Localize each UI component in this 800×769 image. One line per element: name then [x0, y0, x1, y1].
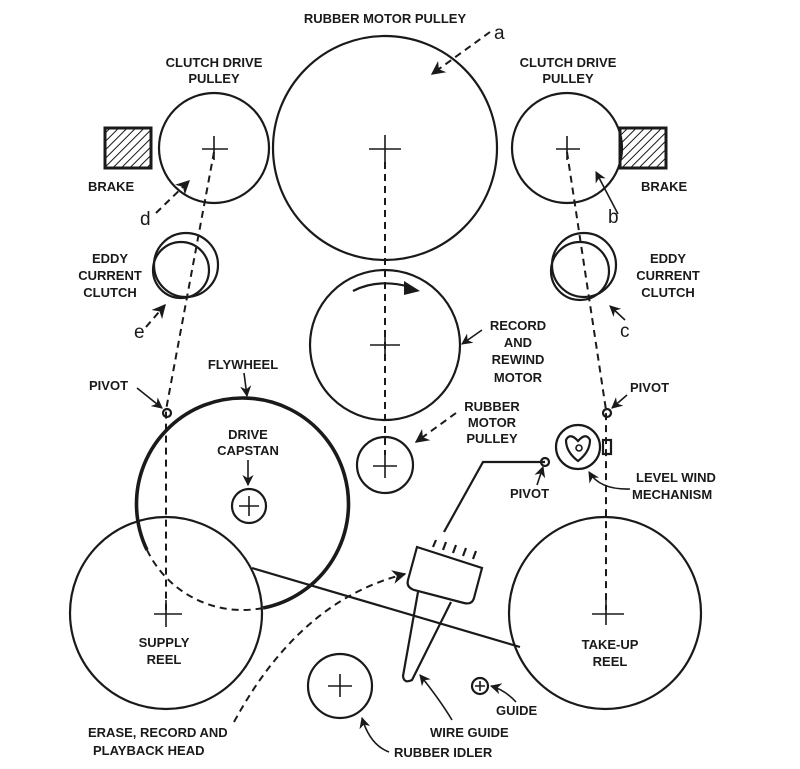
- label-rubber-small-2: MOTOR: [468, 415, 517, 430]
- label-clutch-drive-left: CLUTCH DRIVE: [166, 55, 263, 70]
- clutch-drive-pulley-left: [157, 91, 271, 205]
- brake-left: [103, 126, 153, 170]
- leader-lines: [136, 31, 631, 753]
- label-brake-right: BRAKE: [641, 179, 688, 194]
- label-level-wind-1: LEVEL WIND: [636, 470, 716, 485]
- record-rewind-motor: [308, 268, 462, 422]
- level-wind-link: [443, 460, 545, 533]
- label-wire-guide: WIRE GUIDE: [430, 725, 509, 740]
- label-eddy-left-3: CLUTCH: [83, 285, 136, 300]
- supply-arm-line: [165, 151, 215, 610]
- label-eddy-right-3: CLUTCH: [641, 285, 694, 300]
- label-drive-capstan-2: CAPSTAN: [217, 443, 279, 458]
- erase-record-playback-head: [406, 539, 484, 605]
- label-rubber-motor-pulley-top: RUBBER MOTOR PULLEY: [304, 11, 467, 26]
- supply-reel: [68, 515, 264, 711]
- label-rubber-small-3: PULLEY: [466, 431, 518, 446]
- pivot-left: [161, 407, 173, 419]
- callout-d: d: [140, 209, 151, 230]
- label-record-4: MOTOR: [494, 370, 543, 385]
- callout-b: b: [608, 207, 619, 228]
- callout-c: c: [620, 321, 630, 342]
- wire-guide: [401, 591, 452, 683]
- rotation-arrow-icon: [352, 282, 411, 292]
- label-eddy-right-2: CURRENT: [636, 268, 700, 283]
- label-eddy-left-2: CURRENT: [78, 268, 142, 283]
- rubber-motor-pulley-small: [355, 435, 415, 495]
- label-clutch-drive-right: CLUTCH DRIVE: [520, 55, 617, 70]
- brake-right: [618, 126, 668, 170]
- label-guide: GUIDE: [496, 703, 538, 718]
- label-pivot-left: PIVOT: [89, 378, 128, 393]
- label-eddy-right-1: EDDY: [650, 251, 686, 266]
- takeup-arm-line: [566, 151, 607, 610]
- eddy-current-clutch-right: [549, 231, 618, 302]
- takeup-reel: [507, 515, 703, 711]
- label-drive-capstan-1: DRIVE: [228, 427, 268, 442]
- drive-capstan: [230, 487, 268, 525]
- callout-e: e: [134, 322, 145, 343]
- label-supply-2: REEL: [147, 652, 182, 667]
- label-flywheel: FLYWHEEL: [208, 357, 278, 372]
- label-takeup-1: TAKE-UP: [582, 637, 639, 652]
- eddy-current-clutch-left: [151, 231, 220, 300]
- label-eddy-left-1: EDDY: [92, 251, 128, 266]
- label-record-1: RECORD: [490, 318, 546, 333]
- label-rubber-small-1: RUBBER: [464, 399, 520, 414]
- clutch-drive-pulley-right: [510, 91, 624, 205]
- callout-a: a: [494, 23, 505, 44]
- label-rubber-idler: RUBBER IDLER: [394, 745, 493, 760]
- label-level-wind-2: MECHANISM: [632, 487, 712, 502]
- label-supply-1: SUPPLY: [139, 635, 190, 650]
- level-wind-mechanism: [554, 423, 613, 471]
- label-takeup-2: REEL: [593, 654, 628, 669]
- label-clutch-drive-left-2: PULLEY: [188, 71, 240, 86]
- flywheel: [134, 396, 351, 611]
- label-head-2: PLAYBACK HEAD: [93, 743, 204, 758]
- label-record-3: REWIND: [492, 352, 545, 367]
- wire-path: [251, 566, 521, 649]
- pivot-right: [601, 407, 613, 419]
- label-clutch-drive-right-2: PULLEY: [542, 71, 594, 86]
- rubber-idler: [306, 652, 374, 720]
- label-brake-left: BRAKE: [88, 179, 135, 194]
- label-pivot-bottom: PIVOT: [510, 486, 549, 501]
- label-pivot-right: PIVOT: [630, 380, 669, 395]
- label-record-2: AND: [504, 335, 532, 350]
- label-head-1: ERASE, RECORD AND: [88, 725, 228, 740]
- guide: [470, 676, 490, 696]
